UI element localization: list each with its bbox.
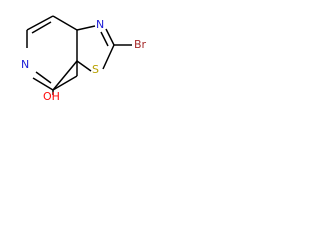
bond-c6-c5 bbox=[26, 15, 54, 31]
atom-n-thiazole: N bbox=[96, 18, 104, 31]
structure-canvas: N Br S N OH bbox=[0, 0, 159, 104]
bond-c7a-n3 bbox=[76, 25, 96, 31]
bond-n-c4 bbox=[32, 77, 54, 91]
atom-br: Br bbox=[134, 38, 147, 51]
bond-n3-c2 bbox=[105, 28, 115, 46]
bond-c6-c5-inner bbox=[31, 21, 52, 34]
bond-s-c3a bbox=[76, 60, 92, 72]
atom-s: S bbox=[92, 63, 99, 76]
atom-oh: OH bbox=[43, 90, 60, 103]
bond-c7a-c6 bbox=[52, 15, 78, 31]
bond-n-c4-inner bbox=[35, 71, 52, 84]
atom-n-pyridine: N bbox=[21, 58, 29, 71]
molecule-drawing: N Br S N OH bbox=[21, 15, 147, 103]
bond-c4-c3a bbox=[52, 60, 78, 91]
bond-c4-c3a-second bbox=[52, 75, 78, 91]
bond-n3-c2-inner bbox=[100, 31, 109, 47]
bond-c2-s bbox=[102, 44, 115, 70]
